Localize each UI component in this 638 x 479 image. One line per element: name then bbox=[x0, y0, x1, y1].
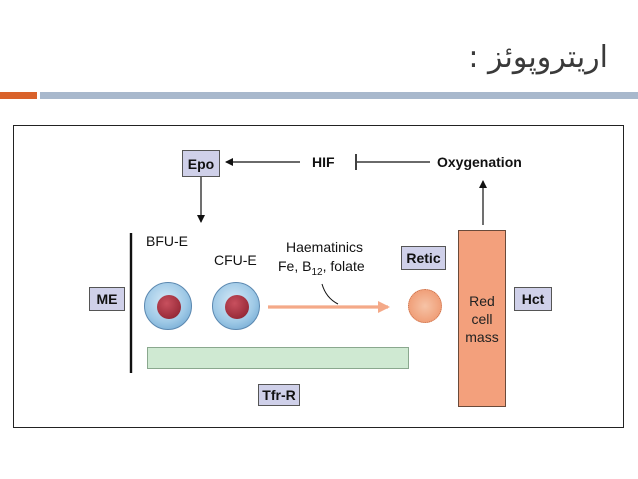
bfu-e-cell bbox=[144, 282, 192, 330]
tfr-r-bar bbox=[147, 347, 409, 369]
cfu-e-nucleus bbox=[225, 295, 249, 319]
retic-box: Retic bbox=[401, 246, 446, 270]
haematinics-items-prefix: Fe, B bbox=[278, 258, 312, 274]
bfu-e-label: BFU-E bbox=[146, 233, 188, 249]
haematinics-pointer bbox=[321, 283, 339, 305]
cfu-e-label: CFU-E bbox=[214, 252, 257, 268]
red-cell-mass-column: Red cell mass bbox=[458, 230, 506, 407]
cfu-e-cell bbox=[212, 282, 260, 330]
red-cell-mass-line: mass bbox=[465, 328, 499, 345]
hif-label: HIF bbox=[312, 154, 335, 170]
me-box: ME bbox=[89, 287, 125, 311]
red-cell-mass-line: cell bbox=[471, 310, 493, 327]
epo-box: Epo bbox=[182, 150, 220, 177]
diagram-frame bbox=[13, 125, 624, 428]
bfu-e-nucleus bbox=[157, 295, 181, 319]
slide-title: اریتروپوئز : bbox=[468, 40, 608, 75]
red-cell-mass-line: Red bbox=[469, 292, 495, 309]
tfr-r-box: Tfr-R bbox=[258, 384, 300, 406]
red-cell-mass-label: Red cell mass bbox=[465, 292, 498, 346]
oxygenation-label: Oxygenation bbox=[437, 154, 522, 170]
reticulocyte-cell bbox=[408, 289, 442, 323]
title-rule bbox=[40, 92, 638, 99]
haematinics-label: Haematinics bbox=[286, 239, 364, 255]
hct-box: Hct bbox=[514, 287, 552, 311]
title-rule-accent bbox=[0, 92, 37, 99]
haematinics-items-suffix: , folate bbox=[322, 258, 365, 274]
haematinics-items-label: Fe, B12, folate bbox=[278, 258, 365, 278]
haematinics-items-subscript: 12 bbox=[311, 266, 323, 278]
